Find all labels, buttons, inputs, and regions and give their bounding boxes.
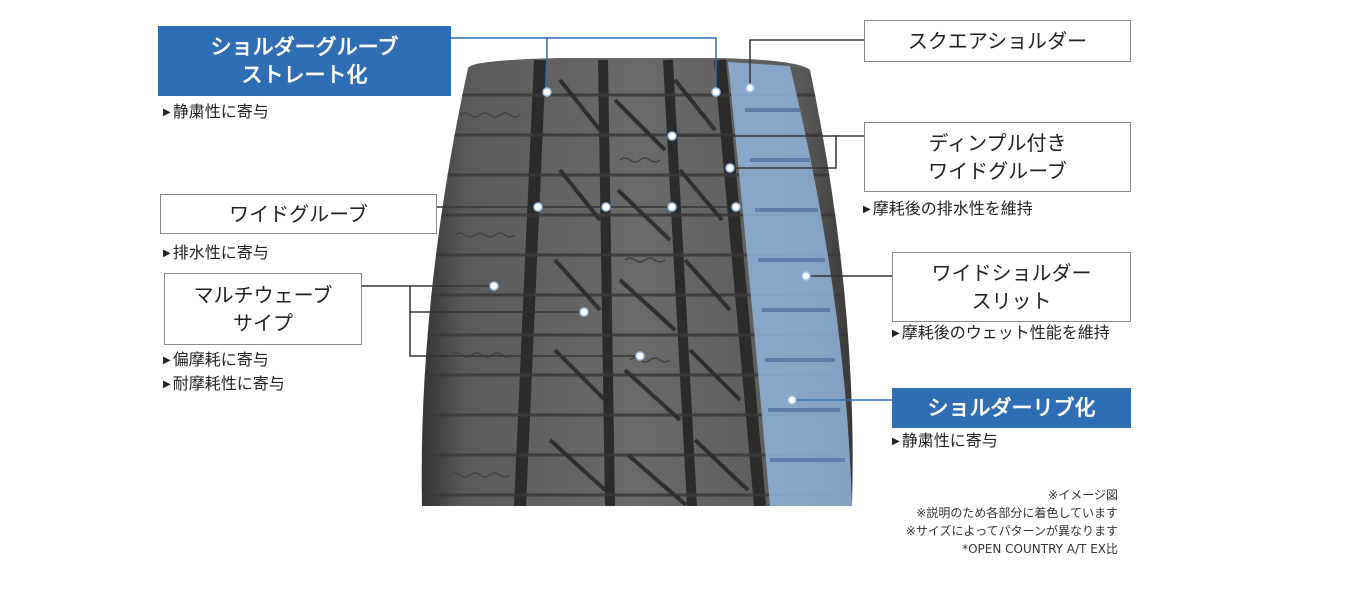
note-multiwave-sipe-2: ▶耐摩耗性に寄与 bbox=[163, 373, 285, 396]
note-text: 偏摩耗に寄与 bbox=[172, 350, 269, 369]
label-square-shoulder: スクエアショルダー bbox=[864, 20, 1131, 62]
footnote-colored: ※説明のため各部分に着色しています bbox=[916, 506, 1118, 520]
bullet-triangle-icon: ▶ bbox=[163, 355, 171, 366]
label-dimple-groove: ディンプル付き ワイドグルーブ bbox=[864, 122, 1131, 192]
label-line: ショルダーグルーブ bbox=[210, 35, 399, 59]
note-multiwave-sipe-1: ▶偏摩耗に寄与 bbox=[163, 349, 269, 372]
note-text: 排水性に寄与 bbox=[172, 243, 269, 262]
label-line: ワイドグルーブ bbox=[928, 159, 1067, 183]
footnote-comparison: *OPEN COUNTRY A/T EX比 bbox=[962, 542, 1118, 556]
bullet-triangle-icon: ▶ bbox=[163, 379, 171, 390]
note-text: 摩耗後の排水性を維持 bbox=[872, 199, 1033, 218]
note-text: 耐摩耗性に寄与 bbox=[172, 374, 285, 393]
callout-dot bbox=[711, 87, 721, 97]
label-line: ディンプル付き bbox=[928, 131, 1067, 155]
label-line: スクエアショルダー bbox=[907, 29, 1088, 53]
callout-dot bbox=[787, 395, 797, 405]
callout-dot bbox=[667, 202, 677, 212]
note-shoulder-rib: ▶静粛性に寄与 bbox=[892, 430, 998, 453]
callout-dot bbox=[731, 202, 741, 212]
callout-dot bbox=[667, 131, 677, 141]
note-dimple-groove: ▶摩耗後の排水性を維持 bbox=[863, 198, 1033, 221]
note-text: 摩耗後のウェット性能を維持 bbox=[901, 323, 1110, 342]
callout-dot bbox=[635, 351, 645, 361]
label-line: マルチウェーブ bbox=[193, 283, 333, 307]
bullet-triangle-icon: ▶ bbox=[163, 107, 171, 118]
callout-dot bbox=[725, 163, 735, 173]
label-line: ショルダーリブ化 bbox=[927, 396, 1096, 420]
note-text: 静粛性に寄与 bbox=[172, 102, 269, 121]
label-line: サイプ bbox=[233, 311, 293, 335]
callout-dot bbox=[542, 87, 552, 97]
note-shoulder-groove: ▶静粛性に寄与 bbox=[163, 101, 269, 124]
shoulder-rib-highlight bbox=[728, 62, 852, 506]
bullet-triangle-icon: ▶ bbox=[163, 248, 171, 259]
label-line: ワイドグルーブ bbox=[229, 202, 368, 226]
footnote-image: ※イメージ図 bbox=[1048, 488, 1118, 502]
label-wide-groove: ワイドグルーブ bbox=[160, 194, 437, 234]
callout-dot bbox=[601, 202, 611, 212]
label-shoulder-groove: ショルダーグルーブ ストレート化 bbox=[158, 26, 451, 96]
note-wide-shoulder-slit: ▶摩耗後のウェット性能を維持 bbox=[892, 322, 1110, 345]
tire-body bbox=[421, 58, 853, 506]
label-shoulder-rib: ショルダーリブ化 bbox=[892, 388, 1131, 428]
callout-dot bbox=[579, 307, 589, 317]
bullet-triangle-icon: ▶ bbox=[863, 204, 871, 215]
callout-dot bbox=[801, 271, 811, 281]
callout-dot bbox=[533, 202, 543, 212]
callout-dot bbox=[745, 83, 755, 93]
label-line: ワイドショルダー bbox=[931, 261, 1092, 285]
label-multiwave-sipe: マルチウェーブ サイプ bbox=[164, 273, 362, 345]
label-line: ストレート化 bbox=[241, 63, 368, 87]
bullet-triangle-icon: ▶ bbox=[892, 436, 900, 447]
note-text: 静粛性に寄与 bbox=[901, 431, 998, 450]
callout-dot bbox=[489, 281, 499, 291]
label-wide-shoulder-slit: ワイドショルダー スリット bbox=[892, 252, 1131, 322]
note-wide-groove: ▶排水性に寄与 bbox=[163, 242, 269, 265]
label-line: スリット bbox=[971, 289, 1052, 313]
bullet-triangle-icon: ▶ bbox=[892, 328, 900, 339]
footnote-size: ※サイズによってパターンが異なります bbox=[905, 524, 1118, 538]
